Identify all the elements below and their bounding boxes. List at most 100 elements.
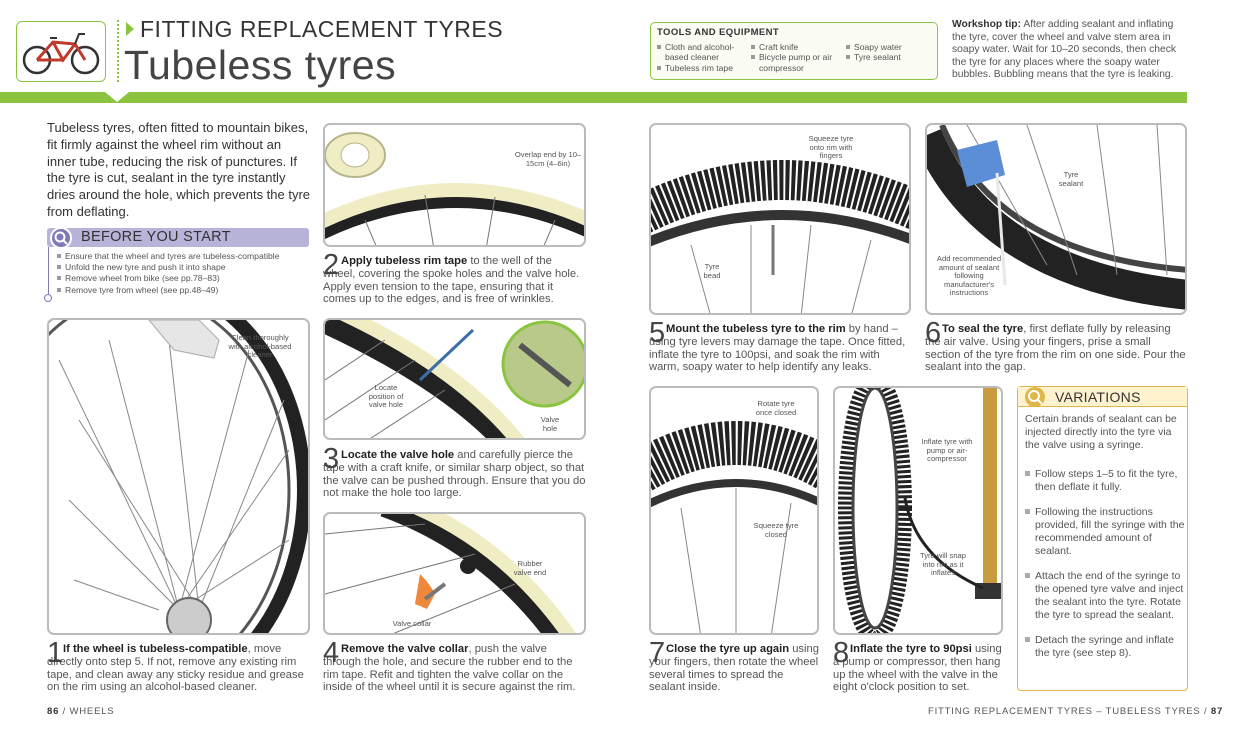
tools-title: TOOLS AND EQUIPMENT — [657, 27, 780, 38]
step-body: , push the valve through the hole, and s… — [323, 643, 576, 694]
step-2-text: 2 Apply tubeless rim tape to the well of… — [323, 251, 586, 306]
list-item: Unfold the new tyre and push it into sha… — [57, 262, 280, 273]
step-heading: Locate the valve hole — [341, 449, 455, 461]
tools-list-col-1: Cloth and alcohol-based cleaner Tubeless… — [657, 42, 749, 73]
callout: Valve hole — [540, 415, 560, 433]
valve-illustration — [325, 514, 576, 633]
step-7-image: Rotate tyre once closed Squeeze tyre clo… — [649, 386, 819, 635]
step-heading: Close the tyre up again — [666, 643, 790, 655]
step-number: 5 — [649, 317, 666, 349]
step-8-image: Inflate tyre with pump or air-compressor… — [833, 386, 1003, 635]
page-header — [0, 0, 1187, 103]
callout: Squeeze tyre onto rim with fingers — [808, 134, 854, 161]
callout: Clean thoroughly with alcohol-based clea… — [228, 333, 292, 360]
step-heading: To seal the tyre — [942, 323, 1024, 335]
list-item: Attach the end of the syringe to the ope… — [1025, 570, 1185, 622]
callout: Rotate tyre once closed — [755, 399, 797, 417]
footer-right: FITTING REPLACEMENT TYRES – TUBELESS TYR… — [928, 706, 1224, 717]
tools-list-col-2: Craft knife Bicycle pump or air compress… — [751, 42, 846, 73]
step-heading: Inflate the tyre to 90psi — [850, 643, 972, 655]
footer-left: 86 / WHEELS — [47, 706, 115, 717]
bike-icon — [22, 33, 100, 75]
step-1-text: 1 If the wheel is tubeless-compatible, m… — [47, 639, 310, 694]
wheel-illustration — [49, 320, 308, 633]
variations-title: VARIATIONS — [1055, 389, 1141, 405]
step-6-image: Tyre sealant Add recommended amount of s… — [925, 123, 1187, 315]
page-number-left: 86 — [47, 706, 60, 717]
list-item: Detach the syringe and inflate the tyre … — [1025, 634, 1185, 660]
callout: Inflate tyre with pump or air-compressor — [921, 437, 973, 464]
before-title: BEFORE YOU START — [81, 229, 231, 245]
before-list: Ensure that the wheel and tyres are tube… — [57, 251, 280, 296]
before-you-start-box: BEFORE YOU START Ensure that the wheel a… — [44, 227, 309, 302]
before-dot — [44, 294, 52, 302]
step-3-image: Locate position of valve hole Valve hole — [323, 318, 586, 440]
callout: Rubber valve end — [513, 559, 547, 577]
workshop-tip-label: Workshop tip: — [952, 19, 1022, 30]
before-line — [48, 247, 49, 298]
tool-item: Cloth and alcohol-based cleaner — [657, 42, 749, 63]
page-title: Tubeless tyres — [124, 42, 397, 88]
callout: Squeeze tyre closed — [753, 521, 799, 539]
step-4-text: 4 Remove the valve collar, push the valv… — [323, 639, 586, 694]
step-number: 3 — [323, 443, 340, 475]
tools-list-col-3: Soapy water Tyre sealant — [846, 42, 934, 63]
step-body: by hand – using tyre levers may damage t… — [649, 323, 906, 374]
page-number-right: 87 — [1210, 706, 1224, 717]
step-body: , move directly onto step 5. If not, rem… — [47, 643, 304, 694]
step-number: 6 — [925, 317, 942, 349]
tools-and-equipment-box: TOOLS AND EQUIPMENT Cloth and alcohol-ba… — [650, 22, 938, 80]
valve-hole-illustration — [325, 320, 584, 438]
close-tyre-illustration — [651, 421, 817, 633]
list-item: Remove wheel from bike (see pp.78–83) — [57, 273, 280, 284]
tool-item: Bicycle pump or air compressor — [751, 52, 846, 73]
callout: Add recommended amount of sealant follow… — [936, 254, 1002, 298]
tool-item: Tubeless rim tape — [657, 63, 749, 73]
variations-box: VARIATIONS Certain brands of sealant can… — [1017, 386, 1188, 691]
sealant-illustration — [927, 125, 1185, 310]
magnifier-icon — [50, 227, 72, 249]
rim-tape-illustration — [325, 132, 584, 245]
list-item: Remove tyre from wheel (see pp.48–49) — [57, 285, 280, 296]
header-notch — [105, 92, 129, 102]
step-body: , first deflate fully by releasing the a… — [925, 323, 1186, 374]
callout: Valve collar — [392, 619, 432, 628]
step-body: using a pump or compressor, then hang up… — [833, 643, 1002, 694]
step-number: 2 — [323, 249, 340, 281]
callout: Tyre sealant — [1058, 170, 1084, 188]
step-8-text: 8 Inflate the tyre to 90psi using a pump… — [833, 639, 1008, 694]
step-6-text: 6 To seal the tyre, first deflate fully … — [925, 319, 1187, 374]
step-heading: Apply tubeless rim tape — [341, 255, 468, 267]
step-number: 1 — [47, 637, 64, 669]
inflate-illustration — [838, 388, 1001, 633]
step-4-image: Rubber valve end Valve collar — [323, 512, 586, 635]
tool-item: Craft knife — [751, 42, 846, 52]
tool-item: Tyre sealant — [846, 52, 934, 62]
before-header — [47, 228, 309, 247]
arrow-icon — [126, 22, 134, 36]
tool-item: Soapy water — [846, 42, 934, 52]
footer-section: WHEELS — [69, 706, 115, 717]
list-item: Ensure that the wheel and tyres are tube… — [57, 251, 280, 262]
footer-running-head: FITTING REPLACEMENT TYRES – TUBELESS TYR… — [928, 706, 1201, 717]
bike-icon-box — [16, 21, 106, 82]
step-heading: Remove the valve collar — [341, 643, 469, 655]
magnifier-icon — [1025, 387, 1045, 407]
step-number: 7 — [649, 637, 666, 669]
variations-list: Follow steps 1–5 to fit the tyre, then d… — [1025, 468, 1185, 672]
header-green-bar — [0, 92, 1187, 103]
step-5-image: Squeeze tyre onto rim with fingers Tyre … — [649, 123, 911, 315]
step-7-text: 7 Close the tyre up again using your fin… — [649, 639, 819, 694]
variations-intro: Certain brands of sealant can be injecte… — [1025, 413, 1177, 451]
callout: Tyre bead — [703, 262, 721, 280]
callout: Locate position of valve hole — [368, 383, 404, 410]
step-body: using your fingers, then rotate the whee… — [649, 643, 819, 694]
step-2-image: Overlap end by 10–15cm (4–6in) — [323, 123, 586, 247]
step-heading: If the wheel is tubeless-compatible — [63, 643, 248, 655]
mount-tyre-illustration — [651, 160, 909, 313]
chapter-title: FITTING REPLACEMENT TYRES — [140, 16, 504, 42]
step-heading: Mount the tubeless tyre to the rim — [666, 323, 846, 335]
workshop-tip: Workshop tip: After adding sealant and i… — [952, 19, 1177, 82]
list-item: Follow steps 1–5 to fit the tyre, then d… — [1025, 468, 1185, 494]
list-item: Following the instructions provided, fil… — [1025, 506, 1185, 558]
